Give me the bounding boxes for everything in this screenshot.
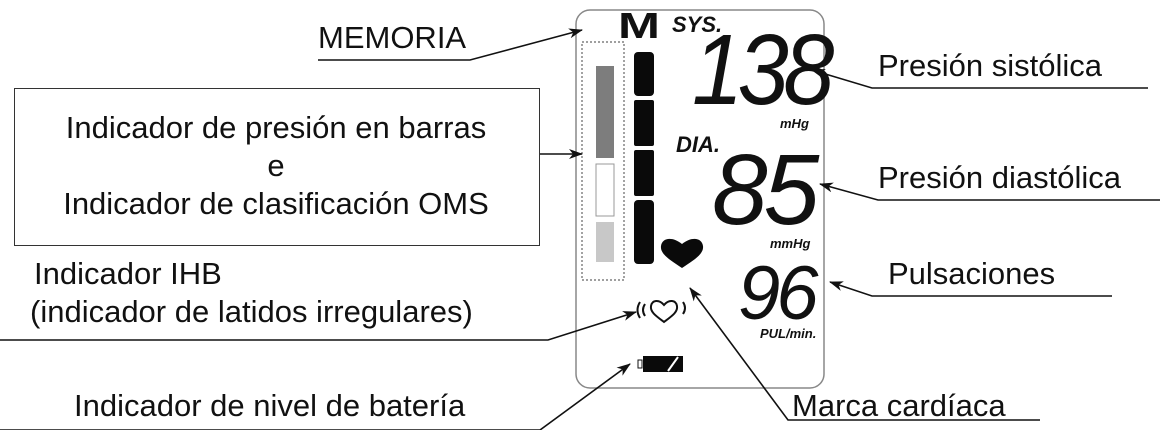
systolic-value: 138 bbox=[692, 14, 834, 126]
battery-icon bbox=[637, 356, 683, 372]
bar-indicator-dotted-box bbox=[581, 41, 625, 281]
pulse-leader bbox=[829, 281, 1112, 297]
ihb-leader bbox=[0, 311, 637, 341]
battery-label: Indicador de nivel de batería bbox=[74, 388, 466, 423]
memoria-label: MEMORIA bbox=[318, 20, 467, 55]
pulse-value: 96 bbox=[738, 251, 819, 336]
heart-mark-icon bbox=[660, 238, 704, 268]
heart-mark-label: Marca cardíaca bbox=[792, 388, 1006, 423]
bar-indicator-label-line3: Indicador de clasificación OMS bbox=[63, 186, 489, 221]
who-bar-top bbox=[596, 66, 614, 158]
sys-label: SYS. bbox=[672, 12, 723, 37]
bar-indicator-callout-box bbox=[14, 88, 540, 246]
bar-indicator-label-line1: Indicador de presión en barras bbox=[65, 110, 487, 145]
ihb-label-line1: Indicador IHB bbox=[34, 256, 222, 291]
diastolic-value: 85 bbox=[712, 134, 819, 246]
diastolic-unit: mmHg bbox=[770, 236, 811, 251]
pulse-unit: PUL/min. bbox=[760, 326, 817, 341]
battery-leader bbox=[0, 363, 631, 430]
heart-mark-leader bbox=[689, 287, 1040, 421]
pressure-bar-segments bbox=[634, 52, 654, 264]
bar-indicator-label-line2: e bbox=[267, 148, 285, 183]
dia-label: DIA. bbox=[676, 132, 720, 157]
systolic-leader bbox=[811, 68, 1148, 89]
who-bar-bottom bbox=[596, 222, 614, 262]
pulse-label: Pulsaciones bbox=[888, 256, 1056, 291]
ihb-label-line2: (indicador de latidos irregulares) bbox=[30, 294, 473, 329]
systolic-unit: mHg bbox=[780, 116, 809, 131]
systolic-label: Presión sistólica bbox=[878, 48, 1102, 83]
who-bar-middle bbox=[595, 163, 615, 217]
memoria-leader bbox=[318, 28, 583, 61]
diastolic-leader bbox=[819, 182, 1160, 201]
memory-symbol: M bbox=[618, 5, 660, 46]
diastolic-label: Presión diastólica bbox=[878, 160, 1121, 195]
ihb-icon bbox=[636, 300, 686, 324]
